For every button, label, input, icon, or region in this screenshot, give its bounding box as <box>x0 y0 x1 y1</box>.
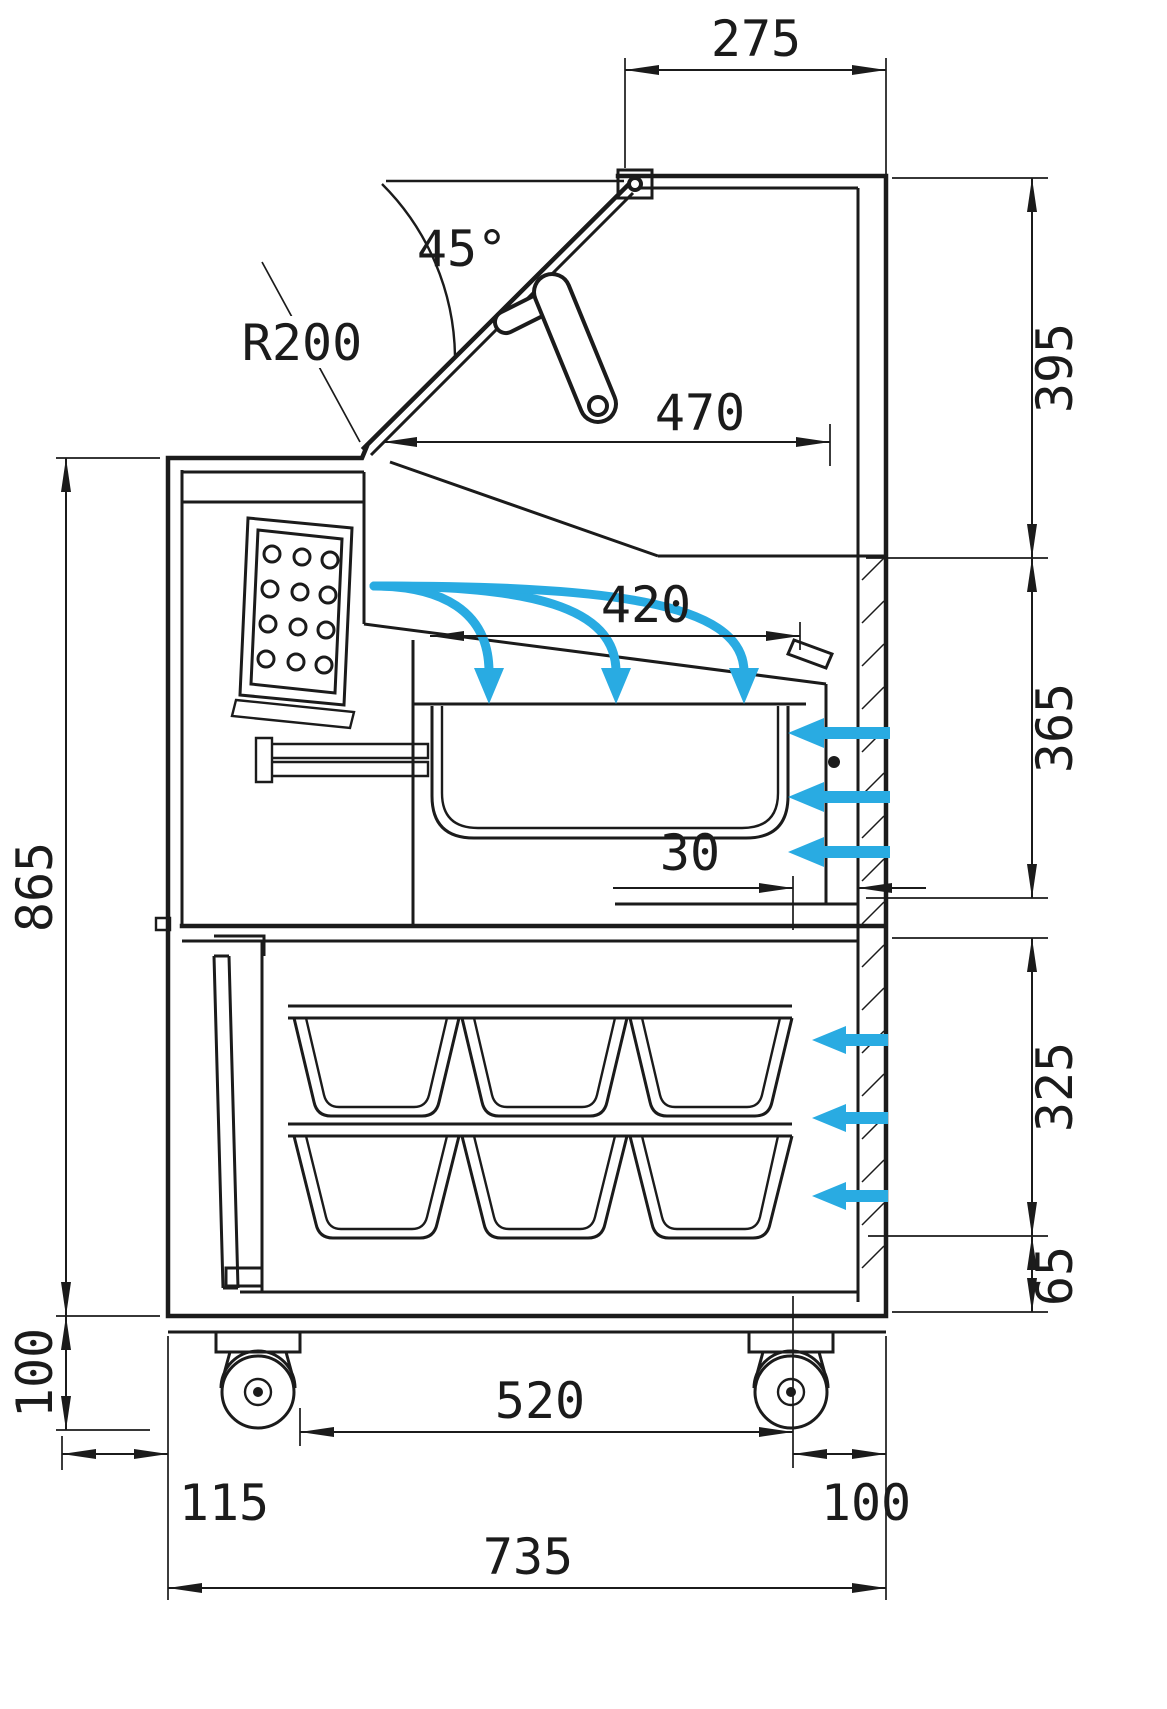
air-lower-arrow-3 <box>812 1182 888 1210</box>
air-curtain-arc-3 <box>369 581 749 677</box>
sensor-dot <box>828 756 840 768</box>
dim-label-100-right: 100 <box>821 1474 911 1532</box>
caster-right-rim <box>776 1377 806 1407</box>
dim-label-65: 65 <box>1026 1246 1084 1306</box>
display-pan <box>430 706 840 840</box>
vent-hole <box>288 617 308 637</box>
caster-right-hub <box>786 1387 796 1397</box>
caster-right-bracket <box>747 1330 835 1389</box>
glass-handle <box>492 176 643 424</box>
dim-label-275: 275 <box>711 10 801 68</box>
handle-pin <box>587 395 609 417</box>
angle-arc <box>381 179 624 357</box>
vent-hole <box>320 550 340 570</box>
case-inner-lines <box>168 168 886 1334</box>
air-curtain-head-2 <box>601 668 631 704</box>
angle-label-45: 45° <box>417 220 507 278</box>
caster-left-bracket <box>214 1330 302 1389</box>
vent-hole <box>316 620 336 640</box>
dim-label-365: 365 <box>1026 683 1084 773</box>
vent-hole <box>256 649 276 669</box>
air-return-arrow-3 <box>788 837 890 867</box>
perforated-panel <box>238 516 354 707</box>
vent-hole <box>292 547 312 567</box>
bins-row1-outer <box>292 1017 794 1118</box>
vent-hole <box>318 585 338 605</box>
bins-row1-inner <box>304 1017 782 1109</box>
dim-label-100-left: 100 <box>6 1328 64 1418</box>
hinge-pin <box>627 176 643 192</box>
caster-left-wheel <box>220 1354 296 1430</box>
radius-label-r200: R200 <box>242 314 362 372</box>
caster-left-rim <box>243 1377 273 1407</box>
vent-hole <box>286 652 306 672</box>
dim-label-865: 865 <box>6 842 64 932</box>
air-return-arrow-2 <box>788 782 890 812</box>
dim-label-30: 30 <box>660 824 720 882</box>
dim-label-735: 735 <box>483 1528 573 1586</box>
dimension-labels: 275 395 365 325 65 865 100 45° R200 470 … <box>6 10 1084 1586</box>
storage-bins <box>292 1017 794 1240</box>
dimension-lines <box>56 58 1048 1600</box>
air-lower-arrow-1 <box>812 1026 888 1054</box>
perforation-holes <box>256 544 340 675</box>
pan-outer <box>430 706 790 840</box>
case-details <box>154 698 430 932</box>
vent-hole <box>290 582 310 602</box>
handle-grip <box>532 272 618 424</box>
air-lower-arrow-2 <box>812 1104 888 1132</box>
vent-hole <box>262 544 282 564</box>
air-curtain-head-3 <box>729 668 759 704</box>
bins-row2-outer <box>292 1135 794 1240</box>
case-structure <box>154 168 889 1430</box>
air-return-arrow-1 <box>788 718 890 748</box>
airflow-arrows <box>369 581 890 1210</box>
case-outline <box>165 173 889 1319</box>
vent-hole <box>258 614 278 634</box>
pan-inner <box>440 706 780 830</box>
bins-row2-inner <box>304 1135 780 1231</box>
vent-hole <box>260 579 280 599</box>
dim-label-325: 325 <box>1026 1042 1084 1132</box>
dim-label-395: 395 <box>1026 323 1084 413</box>
dim-label-420: 420 <box>601 576 691 634</box>
dim-label-470: 470 <box>655 384 745 442</box>
caster-left-hub <box>253 1387 263 1397</box>
dim-label-115: 115 <box>179 1474 269 1532</box>
wall-hatching <box>861 557 885 1269</box>
label-mask <box>238 316 366 368</box>
vent-hole <box>314 655 334 675</box>
air-curtain-head-1 <box>474 668 504 704</box>
dim-label-520: 520 <box>495 1372 585 1430</box>
